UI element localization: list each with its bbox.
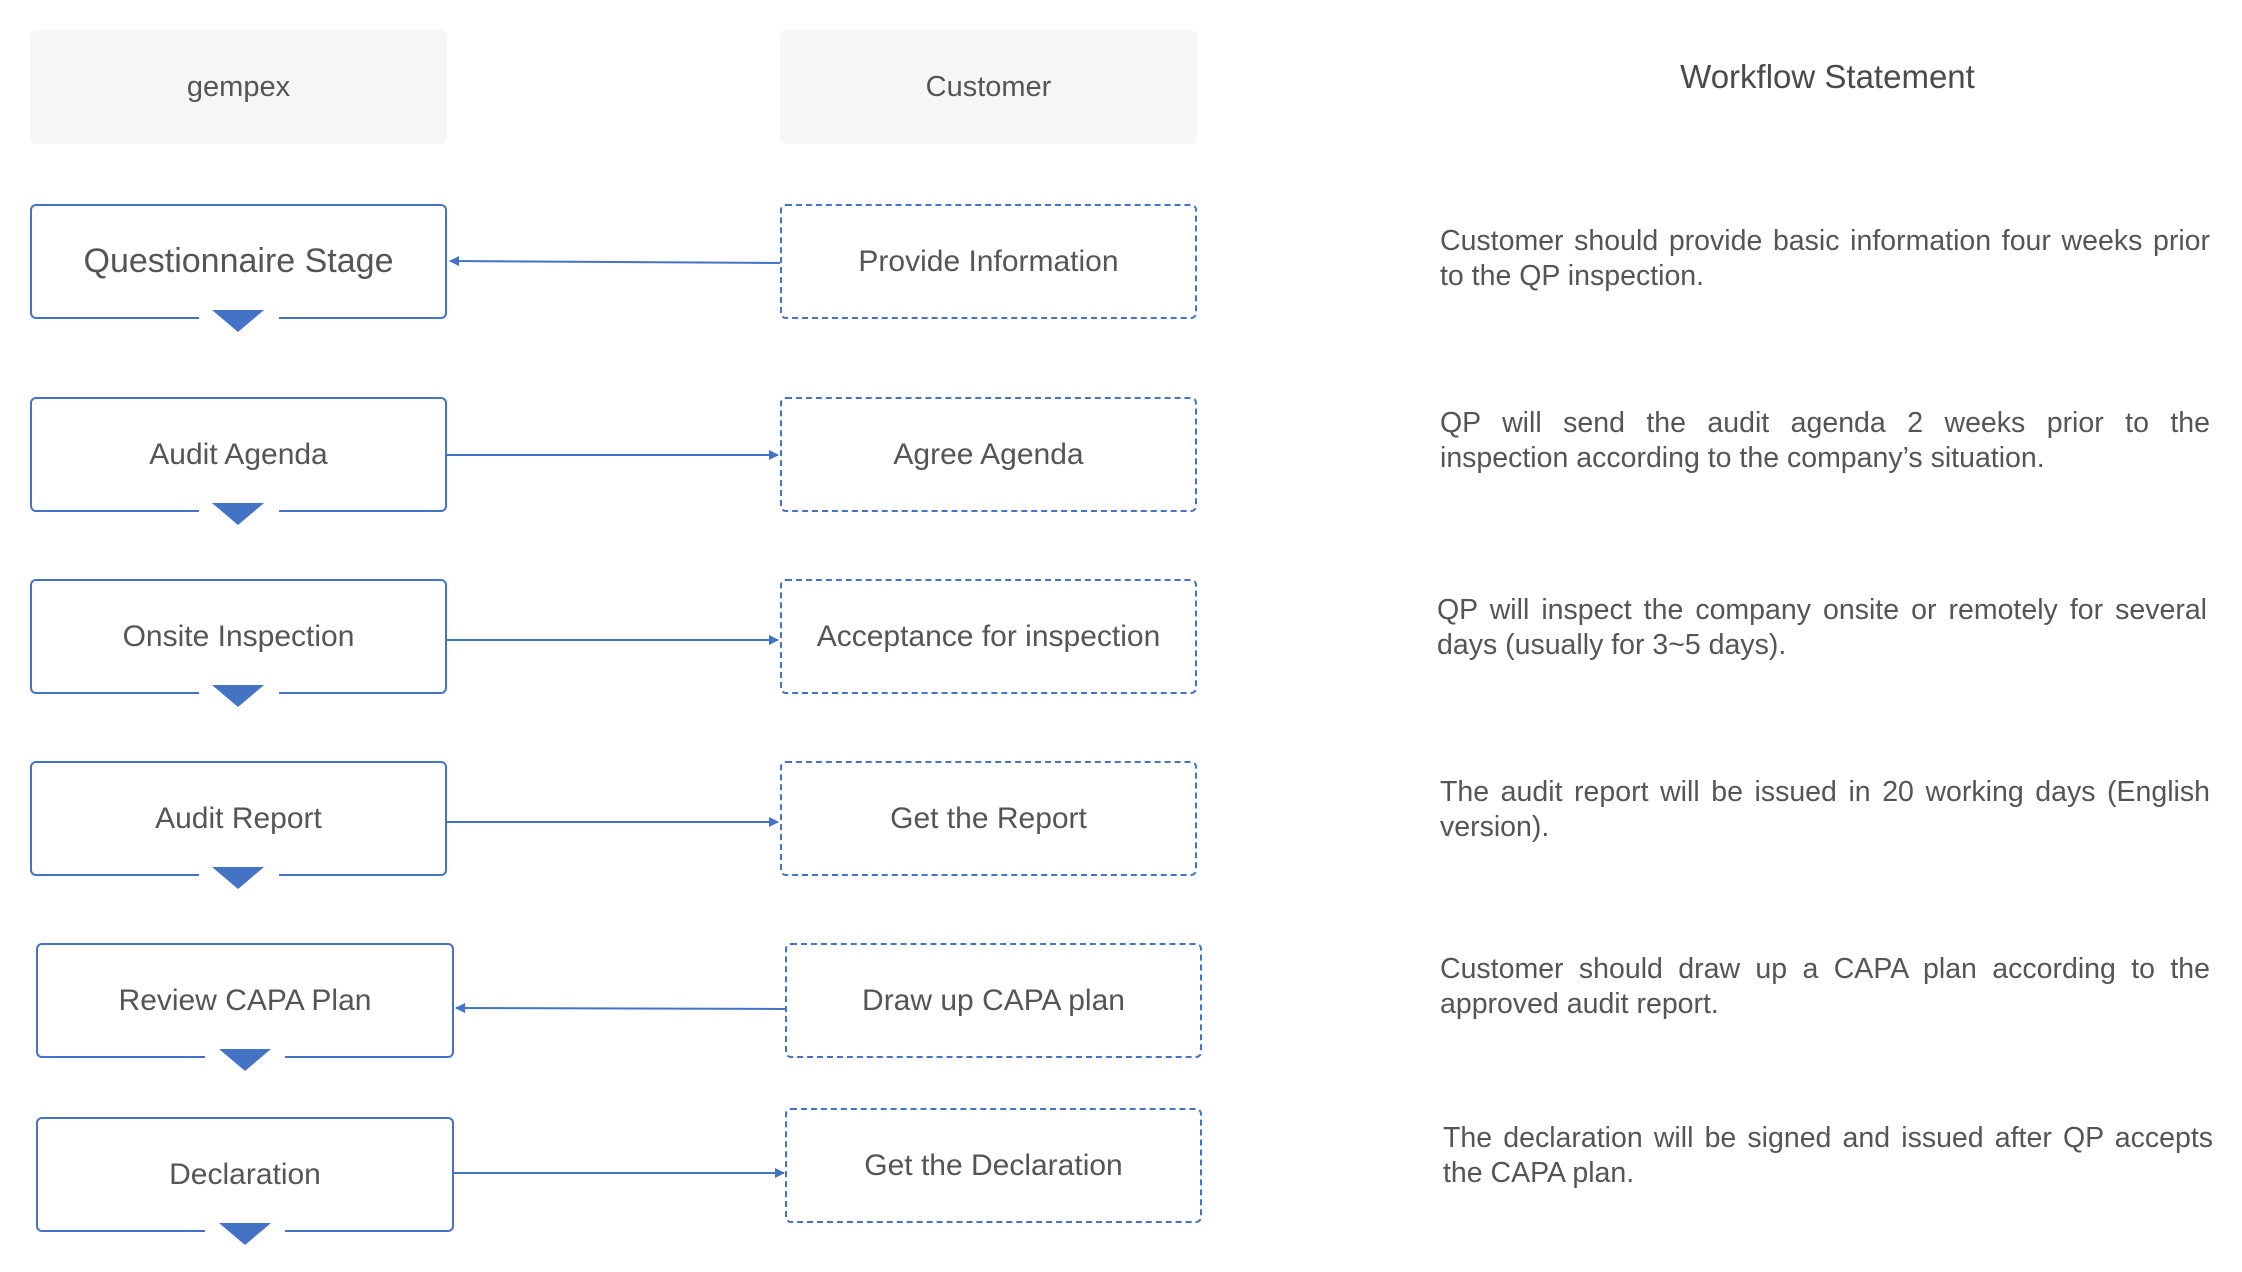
customer-step-acceptance: Acceptance for inspection (780, 579, 1197, 694)
statement-step-6: The declaration will be signed and issue… (1443, 1122, 2213, 1189)
gempex-step-audit-report: Audit Report (30, 761, 447, 876)
statement-step-4: The audit report will be issued in 20 wo… (1440, 776, 2210, 843)
down-arrow-icon (219, 1223, 271, 1245)
customer-step-agree-agenda: Agree Agenda (780, 397, 1197, 512)
customer-step-draw-capa: Draw up CAPA plan (785, 943, 1202, 1058)
arrow-step-5 (455, 1003, 786, 1014)
customer-step-provide-information: Provide Information (780, 204, 1197, 319)
customer-step-get-report: Get the Report (780, 761, 1197, 876)
statement-step-3: QP will inspect the company onsite or re… (1437, 594, 2207, 661)
customer-step-get-declaration: Get the Declaration (785, 1108, 1202, 1223)
down-arrow-icon (212, 867, 264, 889)
gempex-step-declaration: Declaration (36, 1117, 454, 1232)
statement-step-2: QP will send the audit agenda 2 weeks pr… (1440, 407, 2210, 474)
header-gempex: gempex (30, 30, 447, 144)
statement-step-1: Customer should provide basic informatio… (1440, 225, 2210, 292)
down-arrow-icon (219, 1049, 271, 1071)
down-arrow-icon (212, 310, 264, 332)
gempex-step-audit-agenda: Audit Agenda (30, 397, 447, 512)
arrow-step-1 (449, 256, 781, 267)
gempex-step-questionnaire: Questionnaire Stage (30, 204, 447, 319)
statement-step-5: Customer should draw up a CAPA plan acco… (1440, 953, 2210, 1020)
header-workflow-statement: Workflow Statement (1680, 58, 1975, 95)
header-customer: Customer (780, 30, 1197, 144)
down-arrow-icon (212, 685, 264, 707)
gempex-step-onsite-inspection: Onsite Inspection (30, 579, 447, 694)
gempex-step-review-capa: Review CAPA Plan (36, 943, 454, 1058)
down-arrow-icon (212, 503, 264, 525)
